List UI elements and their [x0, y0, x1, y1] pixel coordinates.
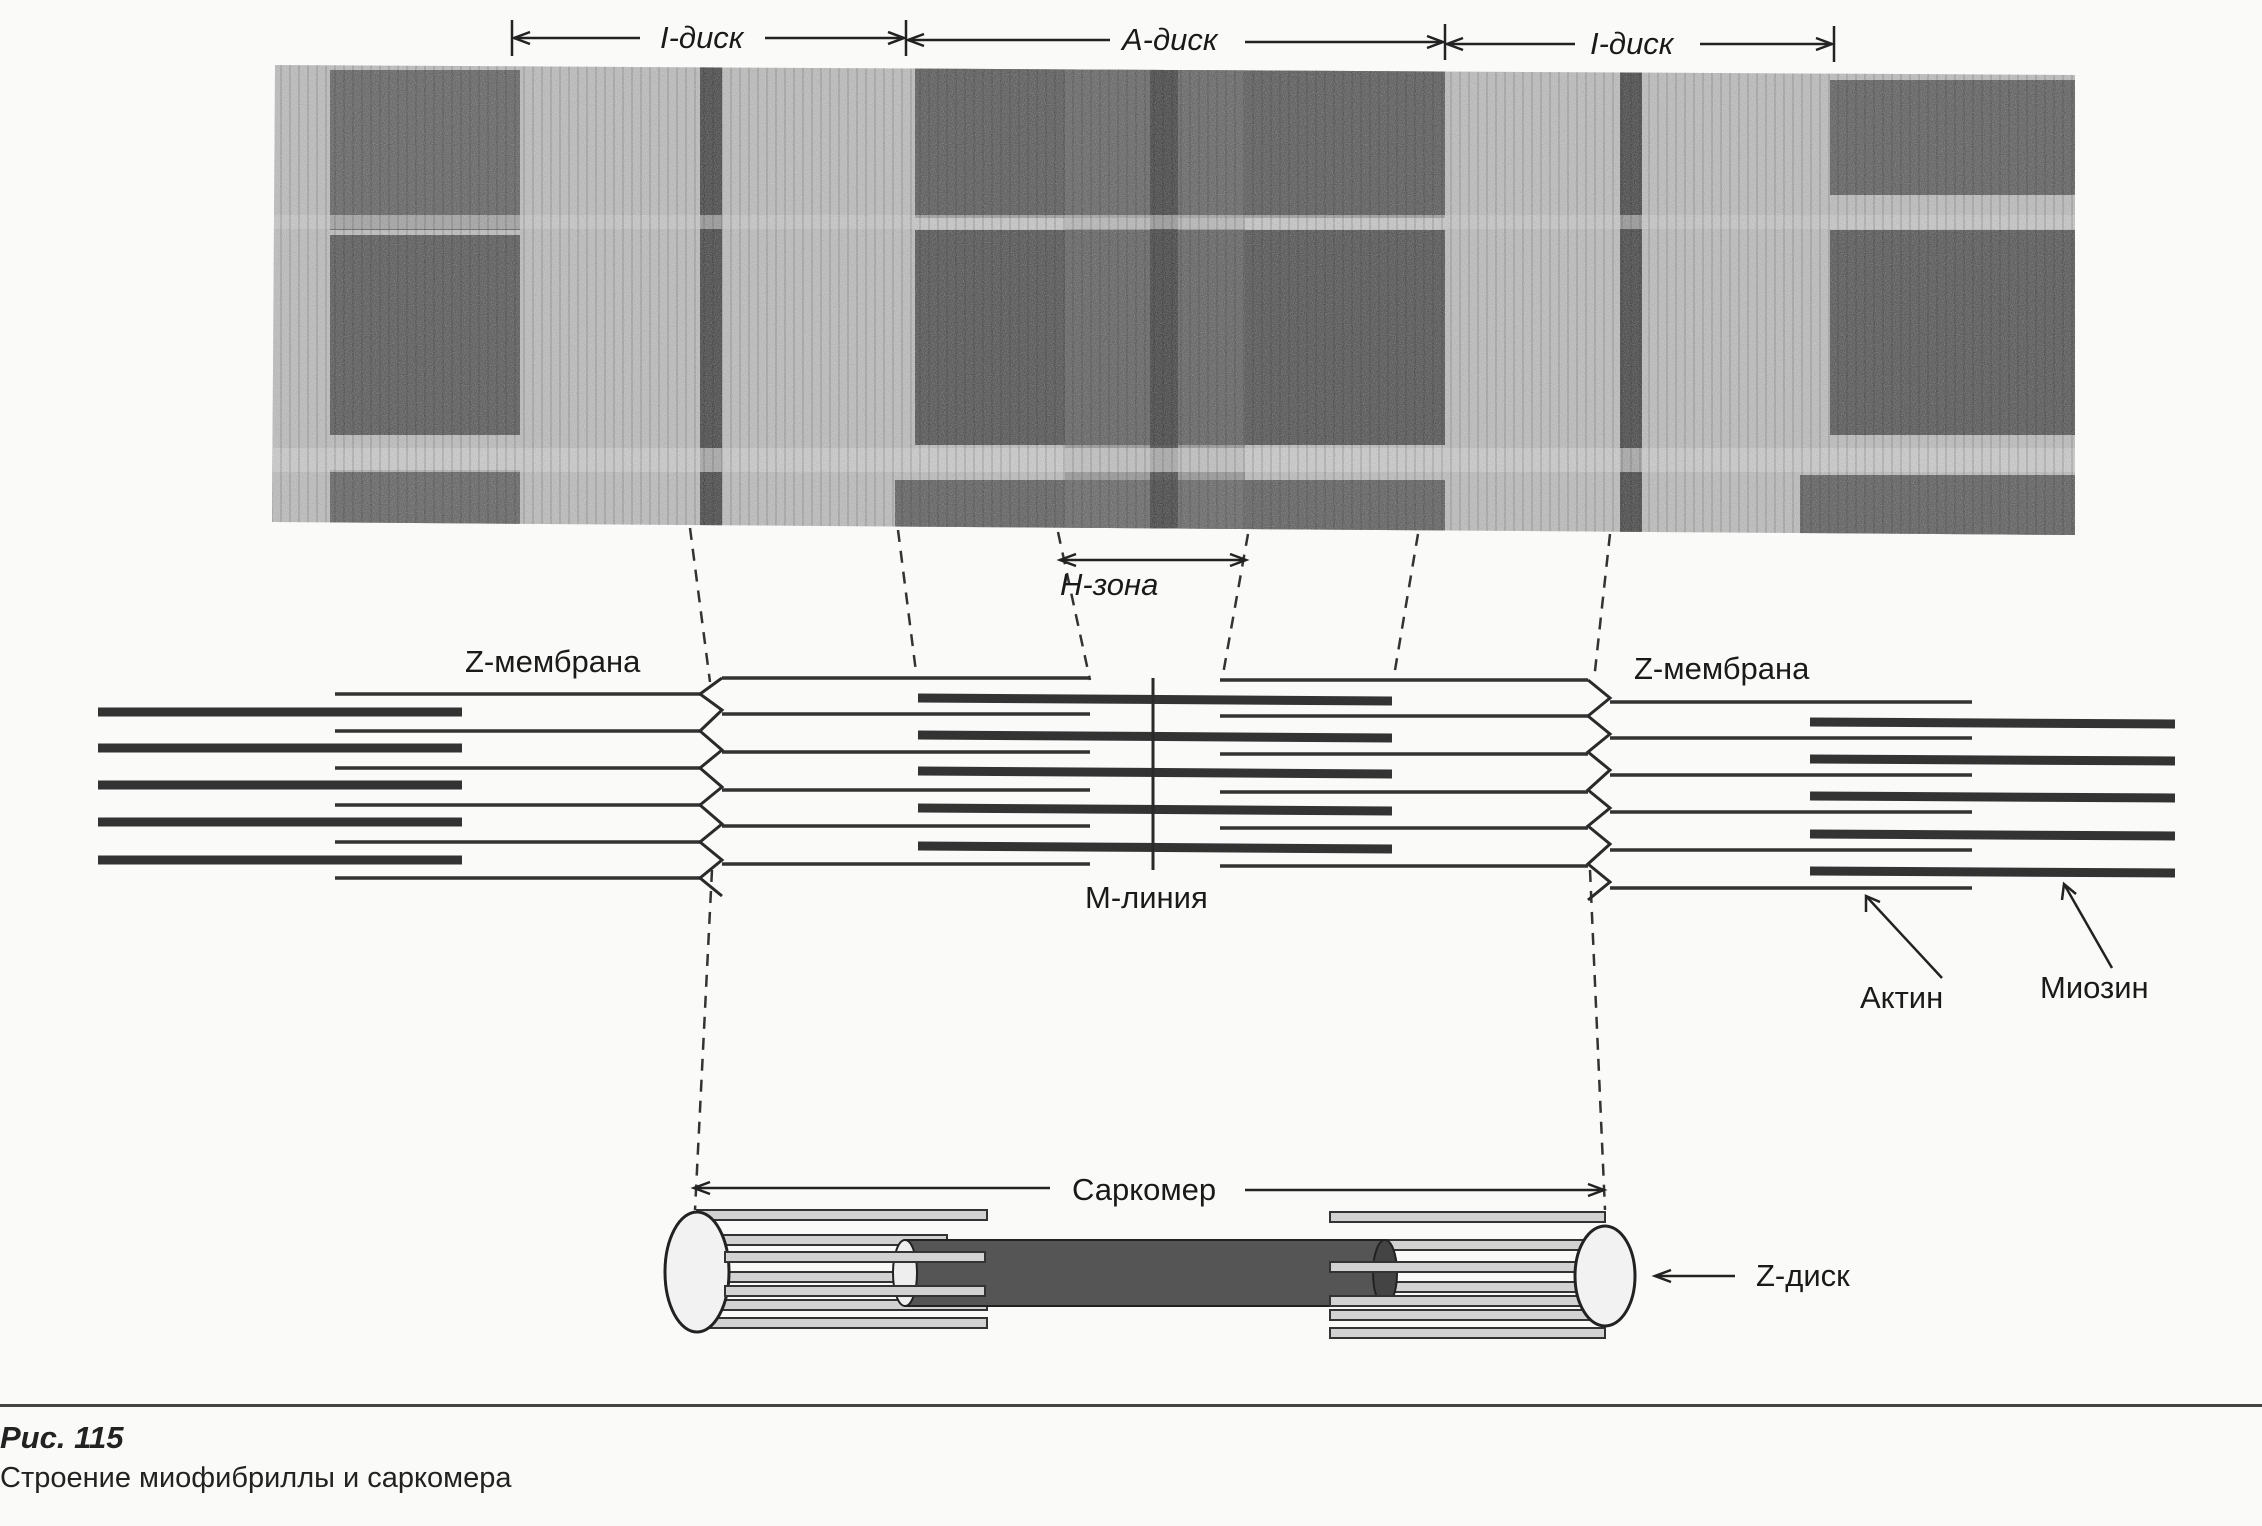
actin-label: Актин — [1860, 980, 1943, 1015]
sarcomere-label: Саркомер — [1072, 1172, 1216, 1207]
filament-pointers — [1864, 881, 2114, 979]
projection-lines — [688, 527, 1612, 1211]
i-disk-left-label: I-диск — [660, 20, 745, 55]
sarcomere-3d — [663, 1209, 1637, 1339]
filament-schematic — [98, 676, 2176, 902]
i-disk-right-label: I-диск — [1590, 26, 1675, 61]
figure-title: Строение миофибриллы и саркомера — [0, 1462, 512, 1494]
h-zone-marker: H-зона — [1056, 552, 1250, 602]
caption-rule — [0, 1404, 2262, 1407]
band-dimensions: I-диск A-диск I-диск — [510, 20, 1836, 62]
myosin-label: Миозин — [2040, 970, 2149, 1005]
h-zone-label: H-зона — [1060, 567, 1158, 602]
figure-caption: Рис. 115 Строение миофибриллы и саркомер… — [0, 1420, 512, 1495]
a-disk-label: A-диск — [1120, 22, 1219, 57]
m-line-label: M-линия — [1085, 880, 1208, 915]
z-disk-pointer — [1651, 1268, 1735, 1284]
z-membrane-right-label: Z-мембрана — [1634, 651, 1810, 686]
figure-number: Рис. 115 — [0, 1420, 124, 1455]
electron-micrograph — [272, 65, 2075, 535]
z-disk-label: Z-диск — [1756, 1258, 1850, 1293]
z-membrane-left-label: Z-мембрана — [465, 644, 641, 679]
sarcomere-dimension — [690, 1180, 1608, 1198]
